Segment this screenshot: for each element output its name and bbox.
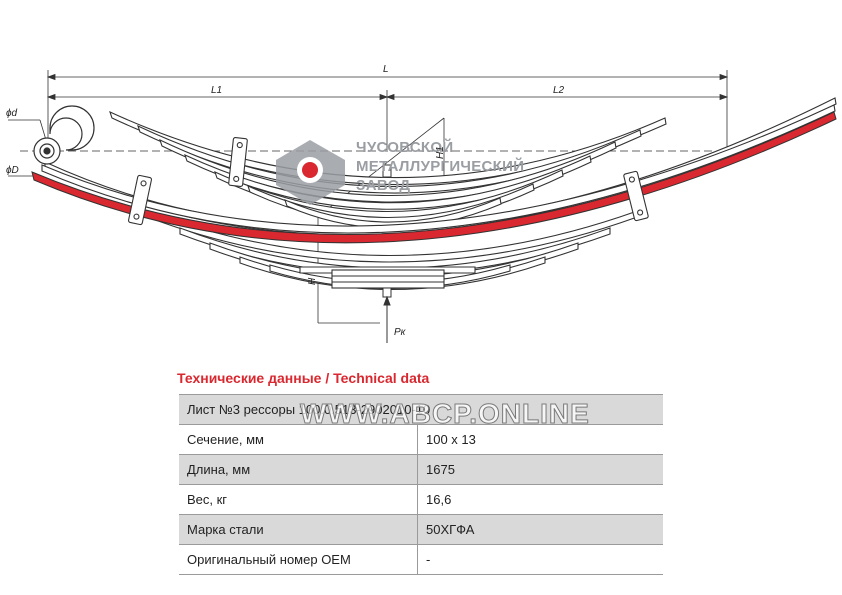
row-label: Длина, мм — [179, 454, 418, 485]
row-label: Сечение, мм — [179, 424, 418, 455]
row-value: - — [417, 544, 663, 575]
table-row: Вес, кг 16,6 — [179, 484, 663, 515]
table-row: Оригинальный номер OEM - — [179, 544, 663, 575]
row-label: Вес, кг — [179, 484, 418, 515]
table-header-row: Лист №3 рессоры 100.0.513-2902010-10 — [179, 394, 663, 425]
dim-height: H — [307, 277, 318, 285]
centre-bolt — [382, 164, 392, 343]
factory-logo: ЧУСОВСКОЙ МЕТАЛЛУРГИЧЕСКИЙ ЗАВОД — [276, 138, 524, 205]
dim-right-length: L2 — [553, 85, 565, 96]
table-header: Лист №3 рессоры 100.0.513-2902010-10 — [179, 394, 663, 425]
row-label: Марка стали — [179, 514, 418, 545]
main-leaf-top — [41, 104, 836, 234]
row-value: 1675 — [417, 454, 663, 485]
table-row: Длина, мм 1675 — [179, 454, 663, 485]
highlighted-leaf — [31, 111, 837, 244]
logo-line-3: ЗАВОД — [356, 177, 410, 194]
spring-eye — [33, 105, 95, 165]
dim-load: Pк — [394, 327, 407, 338]
row-value: 16,6 — [417, 484, 663, 515]
row-value: 100 x 13 — [417, 424, 663, 455]
logo-line-2: МЕТАЛЛУРГИЧЕСКИЙ — [356, 157, 524, 175]
dim-height-left: H1 — [435, 146, 446, 159]
dim-eye-inner: ϕd — [6, 108, 18, 119]
dim-total-length: L — [383, 64, 389, 75]
row-value: 50ХГФА — [417, 514, 663, 545]
spring-leaves — [44, 97, 837, 291]
spring-clamps — [127, 137, 649, 226]
table-row: Сечение, мм 100 x 13 — [179, 424, 663, 455]
spec-table: Лист №3 рессоры 100.0.513-2902010-10 Сеч… — [179, 394, 663, 575]
logo-line-1: ЧУСОВСКОЙ — [356, 138, 453, 156]
dim-eye-outer: ϕD — [6, 165, 19, 176]
leaf-spring-drawing: ЧУСОВСКОЙ МЕТАЛЛУРГИЧЕСКИЙ ЗАВОД L L1 L2… — [6, 64, 837, 343]
table-row: Марка стали 50ХГФА — [179, 514, 663, 545]
dim-left-length: L1 — [211, 85, 222, 96]
section-title: Технические данные / Technical data — [177, 370, 430, 386]
row-label: Оригинальный номер OEM — [179, 544, 418, 575]
